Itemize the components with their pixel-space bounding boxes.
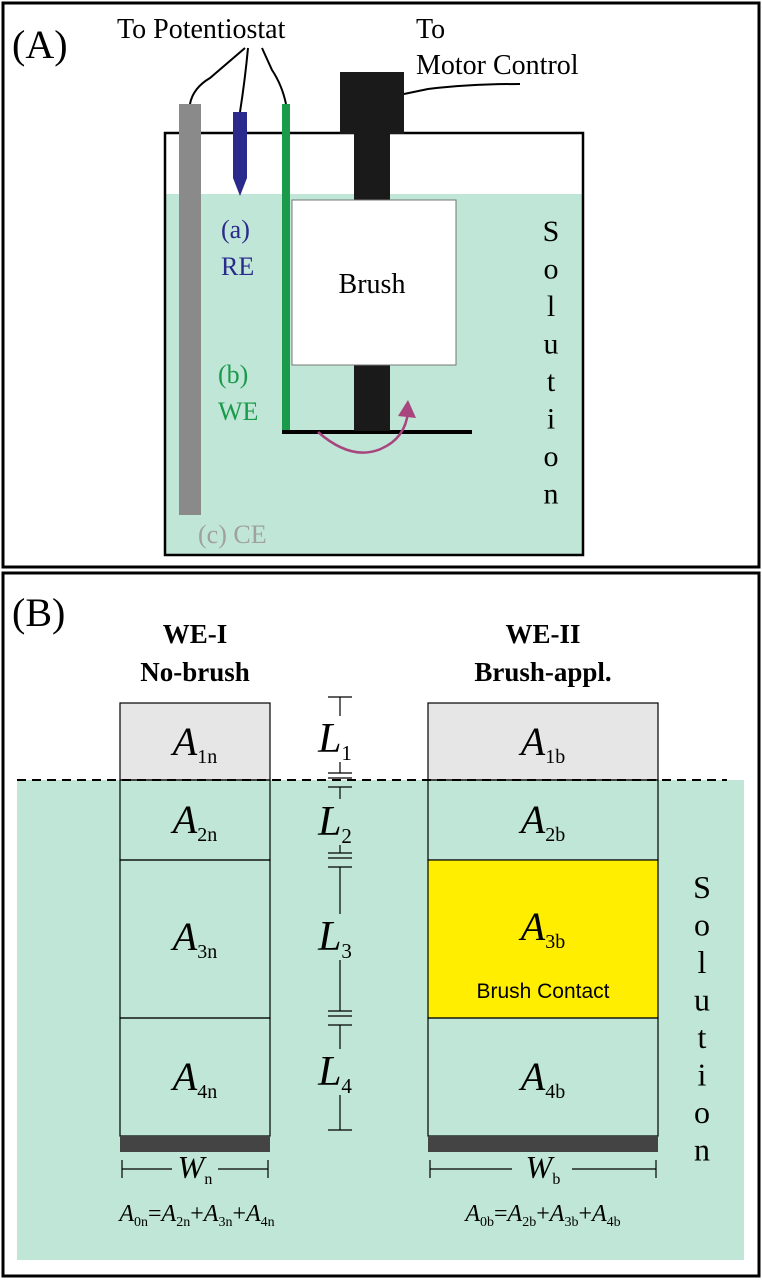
- solution-b-letter: i: [698, 1057, 707, 1093]
- wire-ce: [189, 47, 246, 105]
- brush-label: Brush: [339, 269, 406, 300]
- formula-right: A0b=A2b+A3b+A4b: [463, 1201, 620, 1230]
- ce-label: (c) CE: [198, 520, 267, 549]
- solution-a-letter: t: [547, 365, 556, 398]
- left-base-strip: [120, 1136, 270, 1152]
- area-label-right-4: A4b: [518, 1054, 565, 1103]
- panel-b-label: (B): [12, 590, 65, 635]
- length-label-bg: [312, 914, 358, 960]
- working-electrode: [282, 104, 290, 434]
- length-label-3: L3: [317, 914, 352, 963]
- to-potentiostat-label: To Potentiostat: [117, 14, 286, 45]
- solution-b-letter: S: [693, 869, 711, 905]
- rotation-arrow: [317, 411, 410, 454]
- area-label-right-3: A3b: [518, 904, 565, 953]
- area-label-left-1: A1n: [170, 719, 217, 768]
- re-name: RE: [221, 252, 254, 281]
- re-tag: (a): [221, 215, 250, 244]
- solution-b-letter: l: [698, 944, 707, 980]
- shaft-lower: [354, 365, 390, 431]
- length-label-bg: [312, 799, 358, 845]
- solution-a-letter: n: [544, 478, 559, 511]
- we1-subtitle: No-brush: [140, 657, 250, 687]
- counter-electrode: [179, 104, 201, 515]
- solution-a-letter: u: [544, 328, 559, 361]
- reference-electrode: [233, 112, 247, 196]
- we-tag: (b): [218, 360, 248, 389]
- solution-b-letter: t: [698, 1019, 707, 1055]
- length-label-4: L4: [317, 1049, 352, 1098]
- area-label-left-2: A2n: [170, 797, 217, 846]
- width-dimension-left: [121, 1160, 269, 1178]
- area-label-right-1: A1b: [518, 719, 565, 768]
- right-base-strip: [428, 1136, 658, 1152]
- to-motor-line1: To: [416, 14, 445, 45]
- motor-block: [340, 72, 404, 134]
- area-label-left-3: A3n: [170, 914, 217, 963]
- shaft-upper: [354, 134, 390, 200]
- solution-a-letter: o: [544, 440, 559, 473]
- area-label-right-2: A2b: [518, 797, 565, 846]
- solution-a-letter: l: [547, 290, 555, 323]
- we-name: WE: [218, 397, 258, 426]
- solution-a-letter: o: [544, 253, 559, 286]
- we1-title: WE-I: [163, 619, 228, 649]
- length-label-bg: [312, 1049, 358, 1095]
- width-dimension-right: [429, 1160, 657, 1178]
- width-label-right: Wb: [526, 1149, 561, 1188]
- wire-we: [261, 47, 287, 105]
- solution-b-letter: o: [694, 907, 710, 943]
- solution-a-letter: i: [547, 403, 555, 436]
- right-cell-3-brush-contact: [427, 859, 659, 1019]
- length-label-2: L2: [317, 799, 352, 848]
- width-label-left: Wn: [178, 1149, 213, 1188]
- solution-b-letter: n: [694, 1132, 710, 1168]
- length-label-1: L1: [317, 716, 352, 765]
- right-cell-1: [427, 702, 659, 781]
- formula-left: A0n=A2n+A3n+A4n: [117, 1201, 274, 1230]
- we2-title: WE-II: [505, 619, 580, 649]
- panel-a-label: (A): [12, 22, 68, 67]
- brush-block: [291, 199, 457, 366]
- length-label-bg: [312, 716, 358, 762]
- solution-a-letter: S: [543, 215, 560, 248]
- we2-subtitle: Brush-appl.: [474, 657, 611, 687]
- brush-contact-label: Brush Contact: [476, 980, 609, 1003]
- rotation-arrowhead: [398, 400, 416, 418]
- to-motor-line2: Motor Control: [416, 50, 579, 81]
- solution-b-letter: u: [694, 982, 710, 1018]
- wire-re: [239, 47, 249, 113]
- wire-motor: [403, 83, 521, 95]
- solution-b-letter: o: [694, 1094, 710, 1130]
- area-label-left-4: A4n: [170, 1054, 217, 1103]
- solution-b: [17, 780, 744, 1260]
